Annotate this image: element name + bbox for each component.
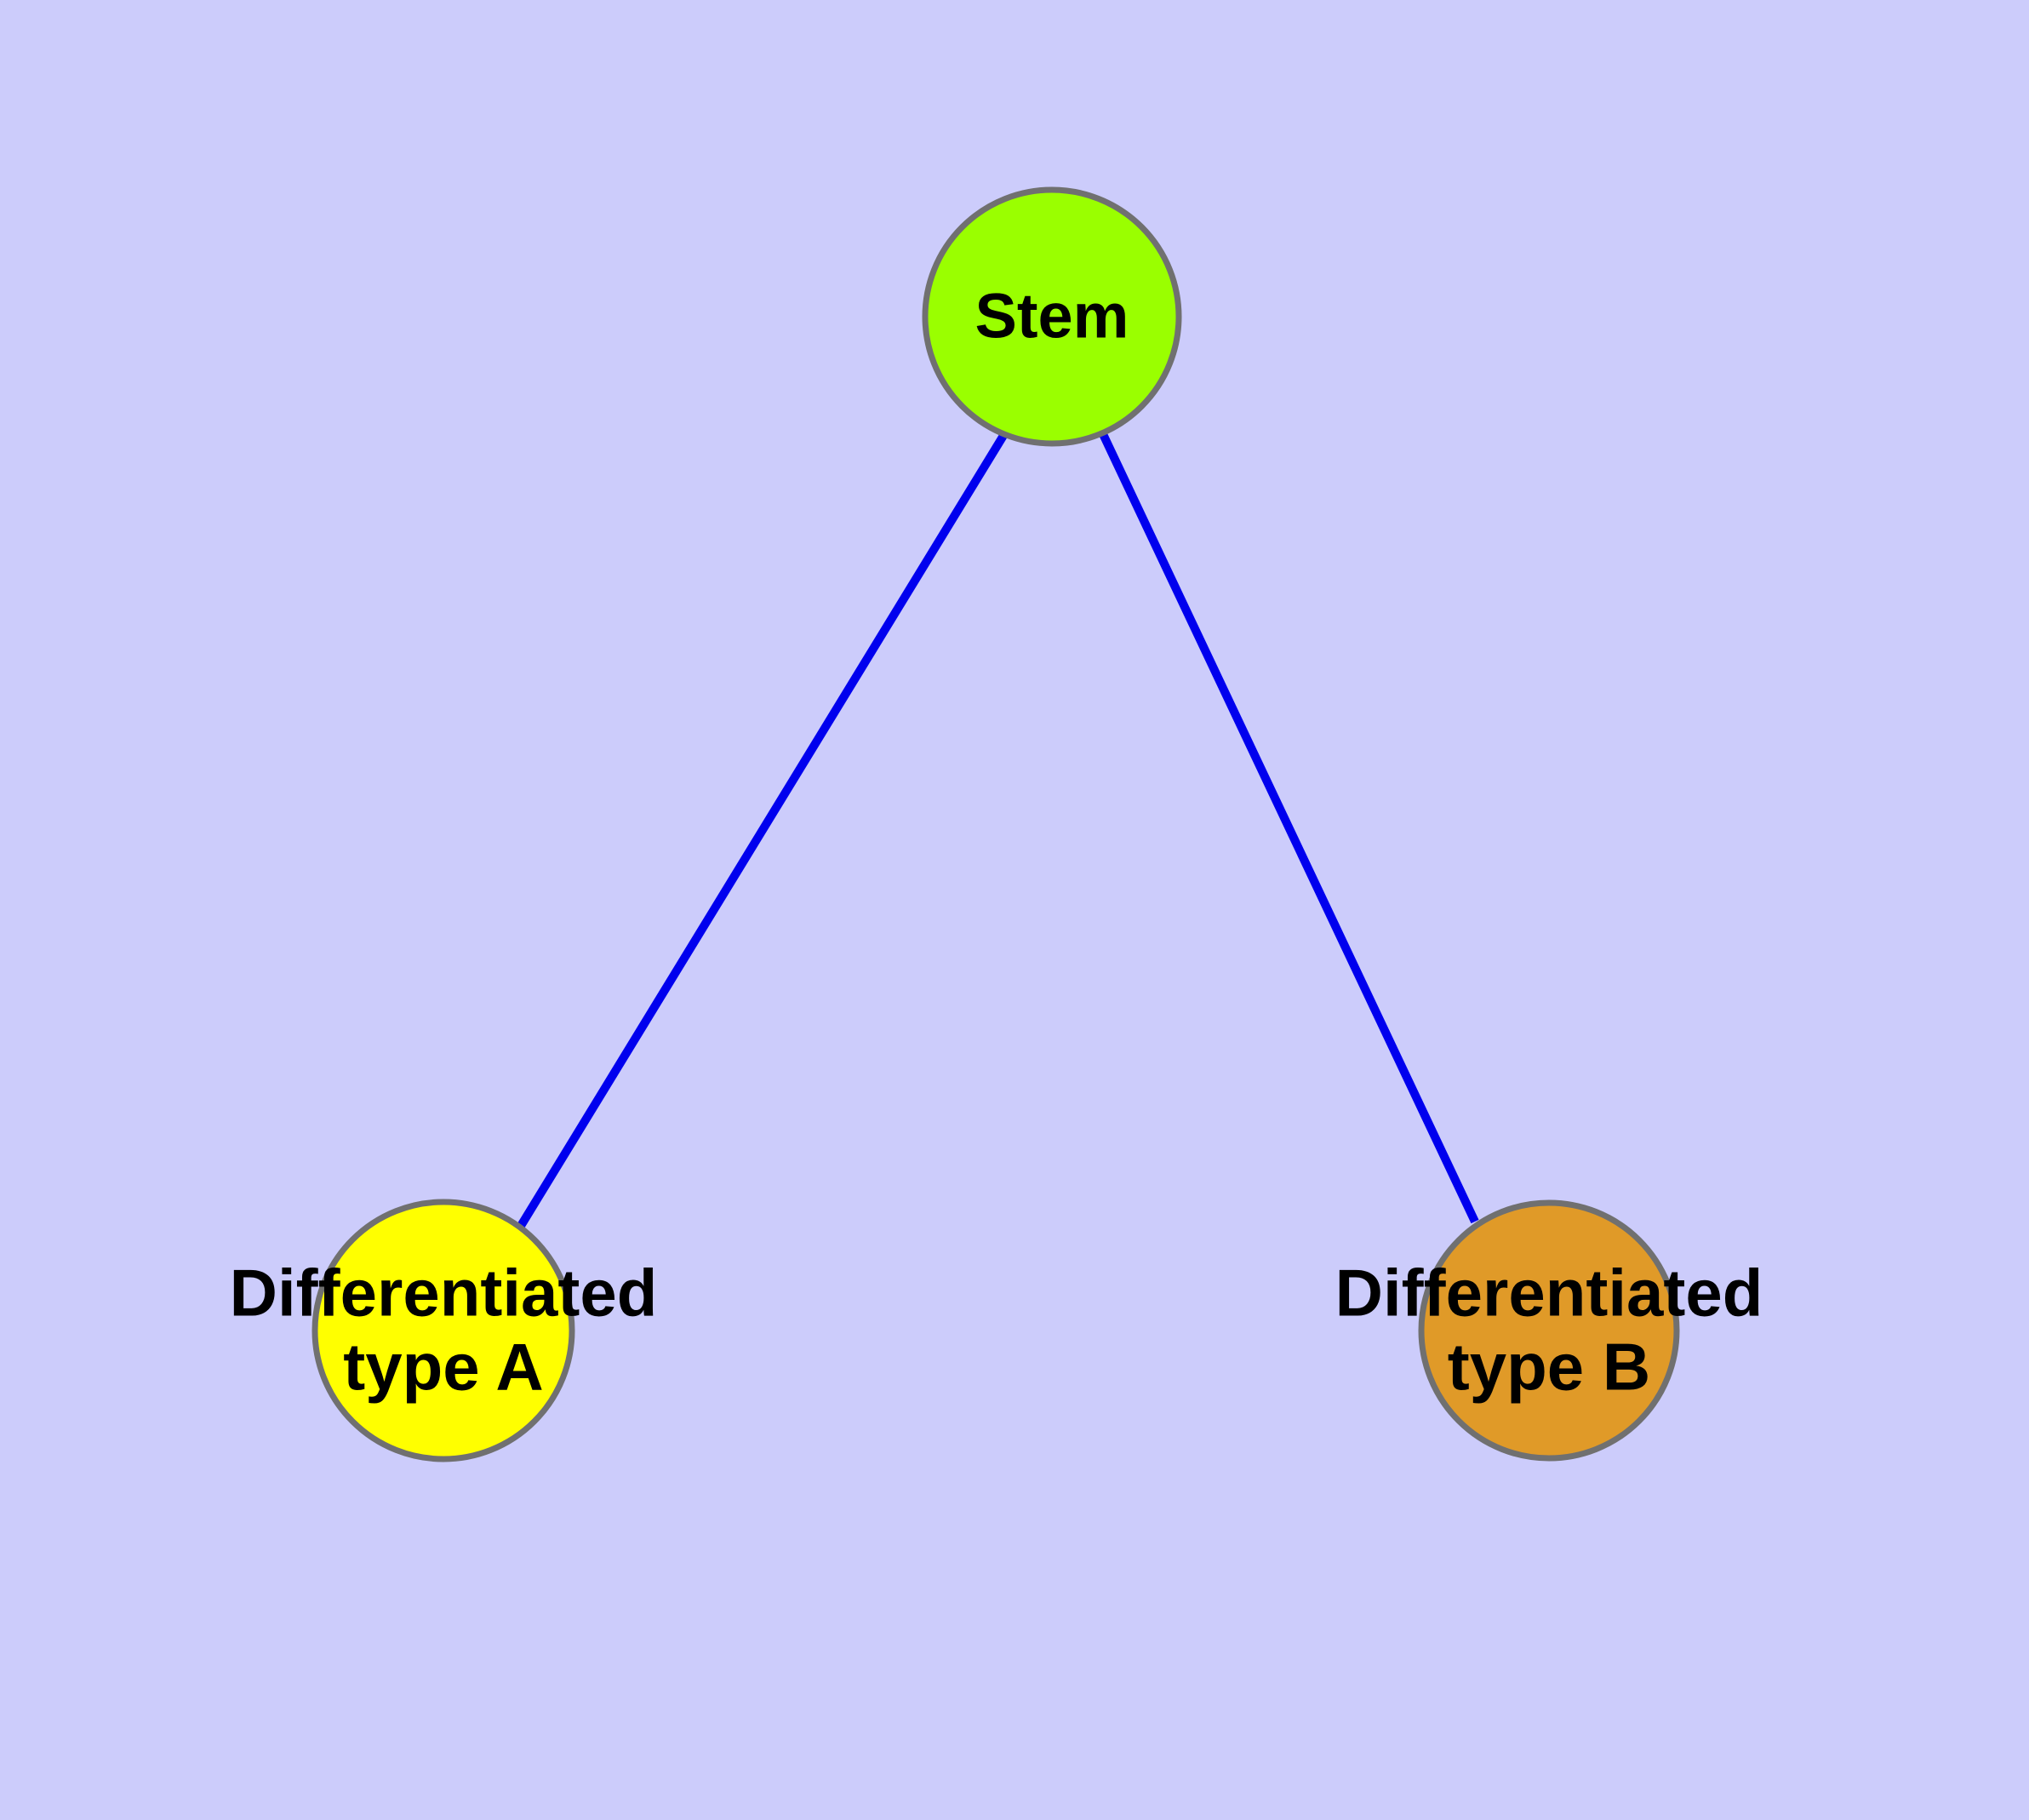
- node-diff-b-circle[interactable]: [1418, 1199, 1680, 1462]
- node-layer: [311, 186, 1680, 1462]
- edge-stem-to-diff-a[interactable]: [517, 432, 1009, 1228]
- edge-stem-to-diff-b[interactable]: [1099, 432, 1479, 1224]
- node-stem-circle[interactable]: [922, 186, 1182, 447]
- node-diff-a-circle[interactable]: [311, 1199, 575, 1462]
- edge-layer: [517, 432, 1479, 1228]
